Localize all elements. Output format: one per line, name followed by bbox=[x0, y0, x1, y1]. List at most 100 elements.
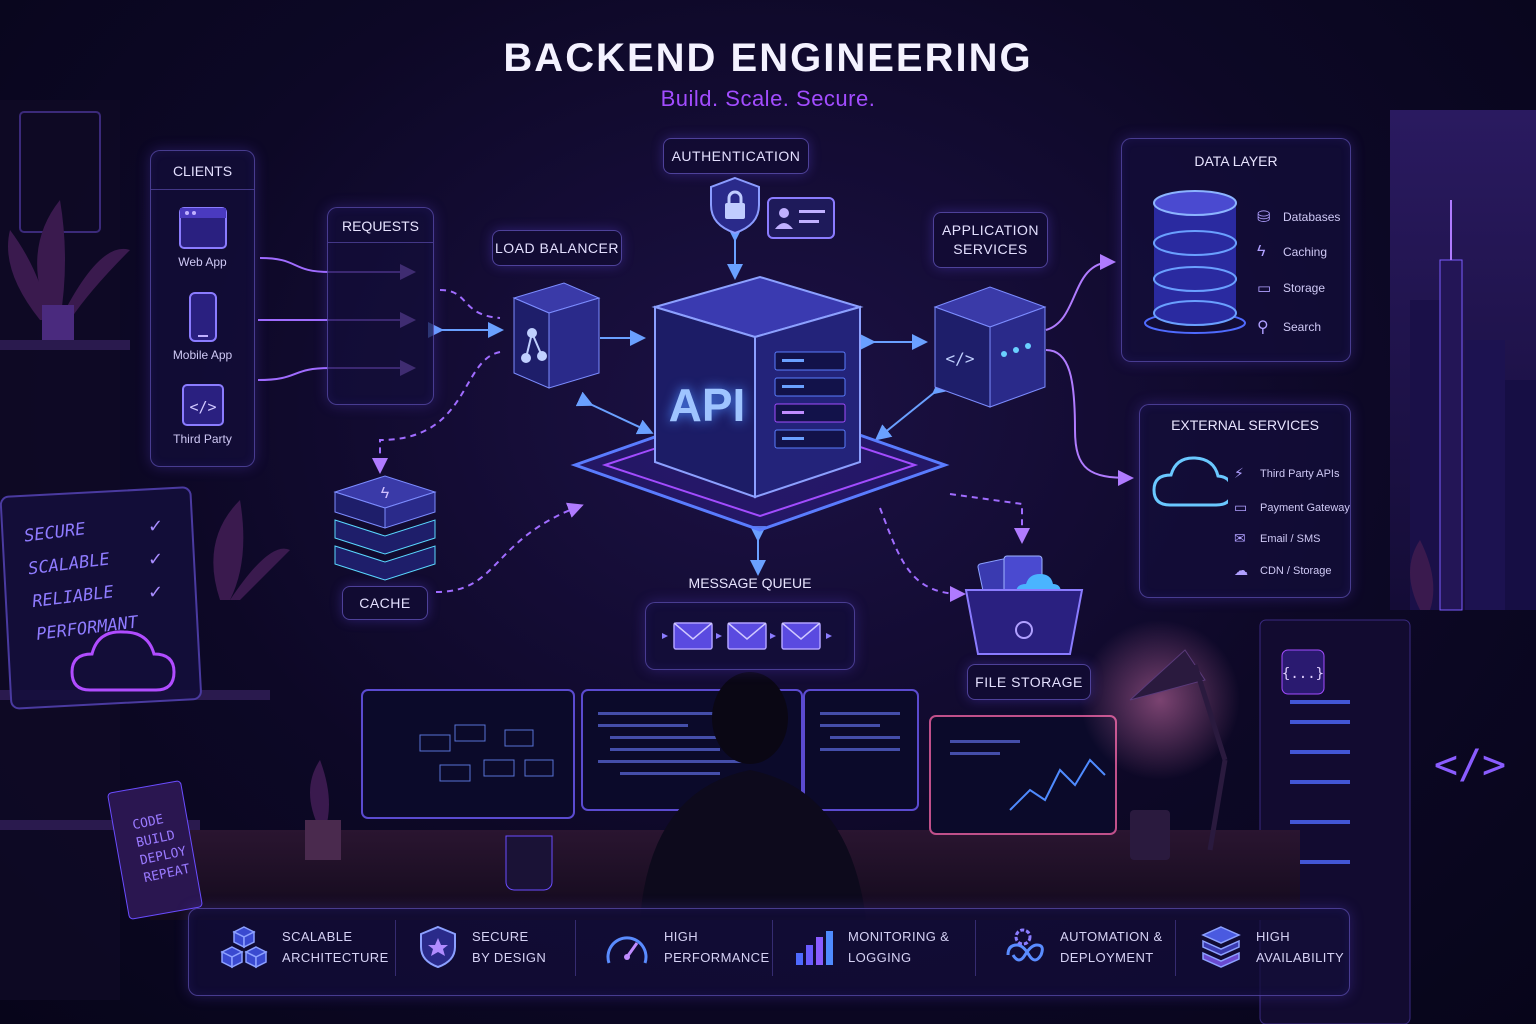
data-item-label: Databases bbox=[1283, 210, 1341, 224]
plants bbox=[8, 200, 1434, 860]
search-icon: ⚲ bbox=[1257, 319, 1269, 336]
api-node[interactable] bbox=[650, 272, 870, 502]
page-subtitle: Build. Scale. Secure. bbox=[660, 86, 876, 111]
application-services-node[interactable]: </> bbox=[930, 282, 1050, 412]
feature-line: SECURE bbox=[472, 928, 529, 944]
external-item-label: Email / SMS bbox=[1260, 532, 1321, 545]
authentication-label: AUTHENTICATION bbox=[663, 138, 809, 174]
feature-line: LOGGING bbox=[848, 950, 912, 965]
feature-line: AVAILABILITY bbox=[1256, 950, 1345, 965]
client-web-app[interactable]: Web App bbox=[151, 206, 254, 269]
book bbox=[107, 780, 203, 920]
cloud-icon bbox=[1152, 456, 1228, 507]
message-queue-panel[interactable] bbox=[645, 602, 855, 670]
data-item-databases[interactable]: ⛁ Databases bbox=[1257, 207, 1340, 227]
check-icon: ✓ bbox=[148, 549, 164, 569]
whiteboard bbox=[0, 486, 202, 710]
plug-icon: ⚡ bbox=[1234, 465, 1244, 481]
data-item-caching[interactable]: ϟ Caching bbox=[1257, 243, 1327, 261]
feature-automation-deployment: AUTOMATION & DEPLOYMENT bbox=[1000, 912, 1163, 982]
external-item-label: Payment Gateway bbox=[1260, 501, 1350, 514]
feature-secure-by-design: SECURE BY DESIGN bbox=[418, 912, 546, 982]
neon-code-icon: </> bbox=[1434, 742, 1506, 788]
requests-title: REQUESTS bbox=[341, 218, 419, 234]
server-slots bbox=[774, 351, 846, 449]
svg-text:</>: </> bbox=[189, 398, 216, 416]
data-item-label: Caching bbox=[1283, 245, 1328, 259]
feature-line: DEPLOYMENT bbox=[1060, 950, 1154, 965]
load-balancer-node[interactable] bbox=[504, 278, 604, 398]
stack-icon bbox=[1201, 926, 1241, 968]
requests-panel: REQUESTS bbox=[327, 207, 434, 405]
pencil-cup bbox=[1130, 810, 1170, 860]
clients-panel: CLIENTS Web App Mobile App </> Third Par… bbox=[150, 150, 255, 467]
application-services-label: APPLICATION SERVICES bbox=[933, 212, 1048, 268]
external-item-label: Third Party APIs bbox=[1260, 467, 1340, 480]
external-item-cdn-storage[interactable]: ☁ CDN / Storage bbox=[1234, 562, 1332, 579]
feature-line: HIGH bbox=[664, 928, 699, 944]
check-icon: ✓ bbox=[148, 516, 164, 536]
cache-node[interactable]: ϟ bbox=[325, 472, 445, 582]
data-item-label: Storage bbox=[1283, 281, 1326, 295]
external-item-third-party-apis[interactable]: ⚡ Third Party APIs bbox=[1234, 465, 1339, 482]
data-layer-title: DATA LAYER bbox=[1194, 153, 1278, 169]
feature-high-performance: HIGH PERFORMANCE bbox=[604, 912, 770, 982]
external-item-email-sms[interactable]: ✉ Email / SMS bbox=[1234, 530, 1321, 547]
message-queue-title: MESSAGE QUEUE bbox=[688, 575, 812, 591]
feature-scalable-architecture: SCALABLE ARCHITECTURE bbox=[220, 912, 389, 982]
lightning-icon: ϟ bbox=[1257, 243, 1266, 260]
feature-monitoring-logging: MONITORING & LOGGING bbox=[794, 912, 949, 982]
load-balancer-label: LOAD BALANCER bbox=[492, 230, 622, 266]
client-label: Mobile App bbox=[172, 348, 233, 362]
cloud-small-icon: ☁ bbox=[1234, 562, 1248, 578]
database-stack-icon bbox=[1144, 190, 1246, 334]
feature-line: SCALABLE bbox=[282, 928, 353, 944]
data-layer-panel: DATA LAYER ⛁ Databases ϟ Caching ▭ Stora… bbox=[1121, 138, 1351, 362]
external-services-title: EXTERNAL SERVICES bbox=[1171, 417, 1319, 433]
feature-line: HIGH bbox=[1256, 928, 1291, 944]
page-title: BACKEND ENGINEERING bbox=[503, 36, 1033, 80]
feature-line: BY DESIGN bbox=[472, 950, 547, 965]
feature-divider bbox=[395, 920, 396, 976]
feature-line: ARCHITECTURE bbox=[282, 950, 389, 965]
shelf bbox=[0, 340, 130, 350]
data-item-storage[interactable]: ▭ Storage bbox=[1257, 279, 1325, 297]
external-services-panel: EXTERNAL SERVICES ⚡ Third Party APIs ▭ P… bbox=[1139, 404, 1351, 598]
lock-shield-icon bbox=[710, 176, 760, 235]
lightning-icon: ϟ bbox=[381, 485, 390, 502]
id-card-icon bbox=[767, 197, 835, 239]
external-item-payment-gateway[interactable]: ▭ Payment Gateway bbox=[1234, 499, 1350, 516]
file-storage-node[interactable] bbox=[962, 550, 1086, 660]
infinity-gear-icon bbox=[1006, 928, 1044, 962]
code-icon: </> bbox=[181, 384, 224, 426]
cubes-icon bbox=[220, 926, 268, 969]
feature-line: PERFORMANCE bbox=[664, 950, 770, 965]
data-item-search[interactable]: ⚲ Search bbox=[1257, 317, 1321, 337]
feature-divider bbox=[975, 920, 976, 976]
mail-icons bbox=[662, 622, 832, 650]
client-third-party[interactable]: </> Third Party bbox=[151, 383, 254, 446]
phone-icon bbox=[188, 292, 217, 342]
client-mobile-app[interactable]: Mobile App bbox=[151, 291, 254, 362]
features-bar bbox=[188, 908, 1350, 996]
folder-icon: ▭ bbox=[1257, 280, 1272, 297]
database-icon: ⛁ bbox=[1257, 209, 1271, 226]
bar-chart-icon bbox=[796, 931, 833, 965]
api-label: API bbox=[668, 379, 746, 431]
feature-divider bbox=[575, 920, 576, 976]
file-storage-label: FILE STORAGE bbox=[967, 664, 1091, 700]
feature-divider bbox=[1175, 920, 1176, 976]
data-item-label: Search bbox=[1283, 320, 1322, 334]
feature-line: AUTOMATION & bbox=[1060, 928, 1163, 944]
browser-icon bbox=[178, 207, 227, 249]
external-item-label: CDN / Storage bbox=[1260, 564, 1332, 577]
whiteboard-cloud-icon bbox=[70, 630, 176, 692]
check-icon: ✓ bbox=[148, 582, 164, 602]
desk-lamp bbox=[1080, 620, 1240, 780]
feature-line: MONITORING & bbox=[848, 928, 950, 944]
feature-high-availability: HIGH AVAILABILITY bbox=[1200, 912, 1344, 982]
gauge-icon bbox=[606, 936, 648, 964]
client-label: Web App bbox=[178, 255, 227, 269]
svg-text:{...}: {...} bbox=[1282, 666, 1324, 682]
